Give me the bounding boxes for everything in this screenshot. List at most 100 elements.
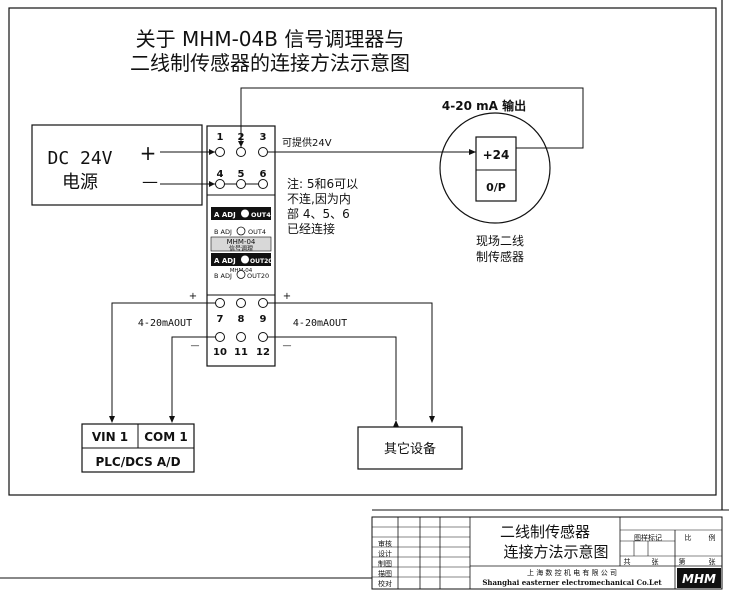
tb-company-en: Shanghai easterner electromechanical Co.… [482,578,662,587]
logo-box [677,568,721,588]
tb-sheet-total: 共 [624,557,631,566]
left-out-plus: + [189,291,197,302]
model-text: MHM-04 [227,238,256,246]
terminal-7-screw [215,298,225,308]
wire-right-minus [267,336,397,420]
terminal-5-label: 5 [238,169,245,180]
top-terminal-screws [215,147,268,189]
note-line-2: 不连,因为内 [287,191,351,206]
tb-sheet-unit-2: 张 [709,557,716,566]
terminal-8-screw [236,298,246,308]
arrow-other-plus [429,416,435,423]
supply-note: 可提供24V [282,136,332,149]
terminal-10-screw [215,332,225,342]
tb-sheet-unit-1: 张 [652,557,659,566]
sensor-label-2: 制传感器 [476,249,524,264]
arrow-other-minus [393,420,399,427]
tb-row-4: 描图 [378,569,392,578]
title-block [371,516,723,590]
note-line-1: 注: 5和6可以 [287,176,358,191]
power-minus-sign: — [142,172,158,191]
left-out-label: 4-20mAOUT [138,318,192,329]
logo-text: MHM [682,572,716,586]
a-adj-top-knob [241,209,249,218]
bottom-terminal-screws [215,298,268,342]
wire-terminal-2-to-sensor [240,87,584,149]
title-line-1: 关于 MHM-04B 信号调理器与 [136,27,405,51]
terminal-3-label: 3 [260,132,267,143]
tb-row-1: 审核 [378,539,392,548]
out4-b-label: OUT4 [248,228,266,236]
terminal-6-label: 6 [260,169,267,180]
sensor-plus-24: +24 [483,148,510,162]
b-adj-top-knob [236,226,246,236]
tb-row-2: 设计 [378,549,392,558]
terminal-12-screw [258,332,268,342]
b-adj-top-label: B ADJ [214,228,232,236]
a-adj-bottom-label: A ADJ [214,257,236,265]
wire-left-minus [171,336,216,420]
arrow-com1 [169,416,175,423]
tb-row-3: 制图 [378,559,392,568]
terminal-4-label: 4 [217,169,224,180]
terminal-7-label: 7 [217,314,224,325]
power-plus-sign: + [140,141,157,165]
terminal-9-label: 9 [260,314,267,325]
tb-title-1: 二线制传感器 [500,523,590,541]
right-out-label: 4-20mAOUT [293,318,347,329]
sensor-terminal-block [475,136,517,202]
note-line-3: 部 4、5、6 [287,206,350,221]
terminal-9-screw [258,298,268,308]
b-adj-bottom-knob [236,270,246,279]
sensor-label-1: 现场二线 [476,234,524,248]
terminal-11-label: 11 [234,347,248,358]
out20-b-label: OUT20 [247,272,269,280]
model-subtext: 信号调理 [229,245,253,253]
field-sensor-circle [439,112,551,224]
power-label-1: DC 24V [47,148,112,169]
terminal-3-screw [258,147,268,157]
title-block-frame [371,516,723,590]
tb-header-scale-2: 例 [709,533,716,542]
a-adj-top-label: A ADJ [214,211,236,219]
right-out-plus: + [283,291,291,302]
out4-a-label: OUT4 [251,211,271,219]
sensor-op: 0/P [486,181,506,194]
out20-a-label: OUT20 [250,258,272,265]
plc-label: PLC/DCS A/D [95,455,180,469]
model-label-panel [210,236,272,252]
terminal-11-screw [236,332,246,342]
tb-header-scale-1: 比 [685,533,692,542]
arrow-vin1 [109,416,115,423]
plc-vin1: VIN 1 [92,430,128,444]
arrow-sensor-plus [469,149,476,155]
terminal-10-label: 10 [213,347,227,358]
diagram-frame [8,7,717,496]
other-device-label: 其它设备 [384,441,436,457]
note-line-4: 已经连接 [287,221,335,236]
b-adj-bottom-label: B ADJ [214,272,232,280]
output-title: 4-20 mA 输出 [442,98,526,113]
terminal-12-label: 12 [256,347,270,358]
terminal-8-label: 8 [238,314,245,325]
arrow-terminal-4 [209,181,215,187]
tb-header-mark: 图样标记 [634,533,662,542]
tb-row-5: 校对 [378,579,392,588]
power-label-2: 电源 [62,172,98,193]
terminal-1-label: 1 [217,132,224,143]
terminal-5-screw [236,179,246,189]
other-device-box [357,426,463,470]
a-adj-bottom-knob [241,255,249,264]
arrow-terminal-1 [209,149,215,155]
tb-company-cn: 上 海 数 控 机 电 有 限 公 司 [527,568,617,577]
wire-right-plus [267,302,433,420]
wire-left-plus [111,302,216,420]
terminal-2-screw [236,147,246,157]
left-out-minus: — [191,341,200,351]
tb-sheet-no: 第 [679,557,686,566]
tb-title-2: 连接方法示意图 [503,543,608,561]
terminal-1-screw [215,147,225,157]
plc-com1: COM 1 [144,430,187,444]
arrow-terminal-2 [238,141,244,147]
